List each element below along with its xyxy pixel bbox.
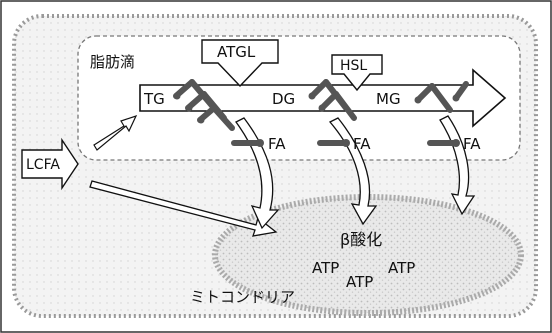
tg-label: TG [143, 90, 165, 108]
beta-oxidation-label: β酸化 [340, 230, 382, 249]
fa-label-1: FA [268, 135, 286, 153]
hsl-label: HSL [340, 58, 367, 74]
dg-label: DG [272, 90, 295, 108]
fa-label-3: FA [463, 135, 481, 153]
lipid-droplet-label: 脂肪滴 [90, 53, 135, 71]
atp-label-2: ATP [388, 259, 415, 277]
mg-label: MG [376, 90, 401, 108]
atp-label-3: ATP [346, 273, 373, 291]
mitochondria-label: ミトコンドリア [190, 288, 295, 306]
fa-label-2: FA [353, 135, 371, 153]
atp-label-1: ATP [312, 259, 339, 277]
atgl-label: ATGL [217, 43, 256, 61]
lcfa-label: LCFA [26, 157, 60, 173]
